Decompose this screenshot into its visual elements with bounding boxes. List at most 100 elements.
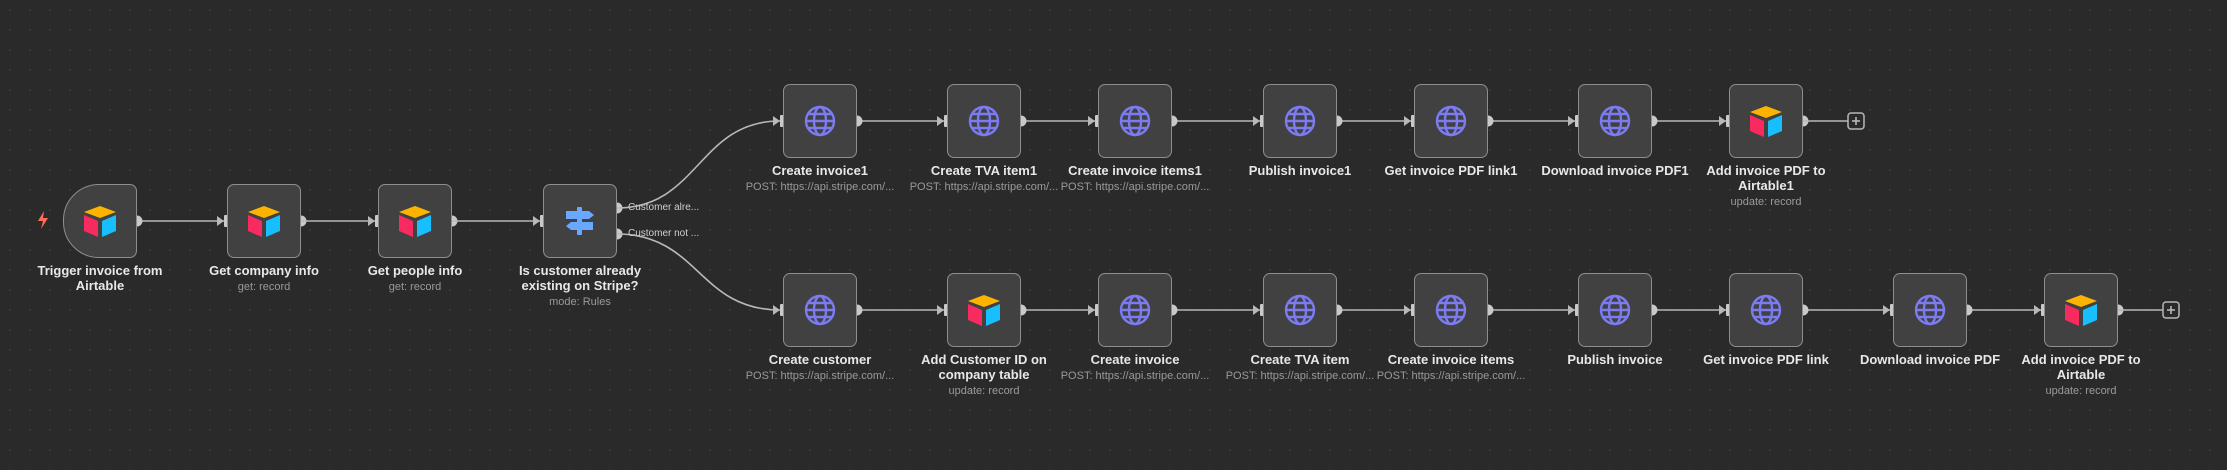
- node-subtitle: get: record: [237, 281, 291, 293]
- globe-icon: [803, 293, 837, 327]
- node-label: Add invoice PDF to Airtable update: recor…: [1996, 352, 2166, 398]
- node-label: Add invoice PDF to Airtable1 update: reco…: [1681, 163, 1851, 209]
- arrow-head-icon: [1883, 305, 1890, 315]
- node-title: Get invoice PDF link1: [1384, 163, 1518, 178]
- arrow-head-icon: [1088, 116, 1095, 126]
- node-label: Trigger invoice from Airtable: [15, 263, 185, 293]
- arrow-head-icon: [533, 216, 540, 226]
- globe-icon: [1283, 104, 1317, 138]
- node-download-invoice-pdf1[interactable]: [1578, 84, 1652, 158]
- arrow-head-icon: [773, 116, 780, 126]
- node-title: Add Customer ID on company table: [921, 352, 1047, 382]
- arrow-head-icon: [1719, 305, 1726, 315]
- node-get-people-info[interactable]: [378, 184, 452, 258]
- node-title: Get company info: [209, 263, 319, 278]
- node-title: Add invoice PDF to Airtable: [2021, 352, 2141, 382]
- node-subtitle: update: record: [948, 385, 1020, 397]
- node-title: Create invoice items1: [1068, 163, 1202, 178]
- node-title: Create invoice: [1090, 352, 1180, 367]
- globe-icon: [1749, 293, 1783, 327]
- node-create-tva-item1[interactable]: [947, 84, 1021, 158]
- connection-wire[interactable]: [616, 233, 781, 311]
- node-title: Create customer: [768, 352, 872, 367]
- switch-icon: [562, 205, 598, 237]
- node-label: Download invoice PDF1: [1530, 163, 1700, 178]
- airtable-icon: [245, 204, 283, 238]
- arrow-head-icon: [217, 216, 224, 226]
- node-subtitle: POST: https://api.stripe.com/...: [745, 181, 895, 193]
- node-title: Download invoice PDF: [1859, 352, 2001, 367]
- airtable-icon: [1747, 104, 1785, 138]
- node-add-invoice-pdf-to-airtable[interactable]: [2044, 273, 2118, 347]
- arrow-head-icon: [1719, 116, 1726, 126]
- globe-icon: [1118, 104, 1152, 138]
- node-publish-invoice[interactable]: [1578, 273, 1652, 347]
- node-subtitle: POST: https://api.stripe.com/...: [1060, 181, 1210, 193]
- node-trigger-invoice-from-airtable[interactable]: [63, 184, 137, 258]
- node-get-invoice-pdf-link[interactable]: [1729, 273, 1803, 347]
- node-publish-invoice1[interactable]: [1263, 84, 1337, 158]
- add-node-button[interactable]: [1847, 112, 1865, 130]
- node-subtitle: update: record: [1730, 196, 1802, 208]
- arrow-head-icon: [2034, 305, 2041, 315]
- globe-icon: [803, 104, 837, 138]
- node-add-customer-id-on-company-table[interactable]: [947, 273, 1021, 347]
- node-download-invoice-pdf[interactable]: [1893, 273, 1967, 347]
- node-create-tva-item[interactable]: [1263, 273, 1337, 347]
- node-subtitle: POST: https://api.stripe.com/...: [1376, 370, 1526, 382]
- node-label: Get people info get: record: [330, 263, 500, 294]
- node-get-invoice-pdf-link1[interactable]: [1414, 84, 1488, 158]
- node-title: Create invoice items: [1387, 352, 1515, 367]
- globe-icon: [1283, 293, 1317, 327]
- airtable-icon: [81, 204, 119, 238]
- globe-icon: [1598, 104, 1632, 138]
- node-title: Get people info: [367, 263, 463, 278]
- globe-icon: [1598, 293, 1632, 327]
- arrow-head-icon: [1568, 116, 1575, 126]
- node-label: Get invoice PDF link: [1681, 352, 1851, 367]
- globe-icon: [1913, 293, 1947, 327]
- node-subtitle: POST: https://api.stripe.com/...: [909, 181, 1059, 193]
- node-title: Add invoice PDF to Airtable1: [1706, 163, 1826, 193]
- node-create-invoice-items1[interactable]: [1098, 84, 1172, 158]
- node-label: Get invoice PDF link1: [1366, 163, 1536, 178]
- node-title: Create TVA item: [1250, 352, 1350, 367]
- node-create-invoice[interactable]: [1098, 273, 1172, 347]
- node-label: Publish invoice1: [1215, 163, 1385, 178]
- arrow-head-icon: [1568, 305, 1575, 315]
- node-label: Publish invoice: [1530, 352, 1700, 367]
- node-title: Download invoice PDF1: [1541, 163, 1689, 178]
- node-title: Is customer already existing on Stripe?: [518, 263, 642, 293]
- node-create-customer[interactable]: [783, 273, 857, 347]
- globe-icon: [1434, 104, 1468, 138]
- arrow-head-icon: [1404, 116, 1411, 126]
- arrow-head-icon: [368, 216, 375, 226]
- airtable-icon: [965, 293, 1003, 327]
- node-subtitle: get: record: [388, 281, 442, 293]
- node-add-invoice-pdf-to-airtable1[interactable]: [1729, 84, 1803, 158]
- node-get-company-info[interactable]: [227, 184, 301, 258]
- connection-wire[interactable]: [616, 120, 781, 209]
- node-subtitle: mode: Rules: [549, 296, 611, 308]
- node-subtitle: update: record: [2045, 385, 2117, 397]
- arrow-head-icon: [1404, 305, 1411, 315]
- trigger-bolt-icon: [38, 211, 48, 229]
- arrow-head-icon: [937, 116, 944, 126]
- arrow-head-icon: [1253, 116, 1260, 126]
- node-is-customer-already-existing-on-stripe[interactable]: [543, 184, 617, 258]
- node-subtitle: POST: https://api.stripe.com/...: [745, 370, 895, 382]
- node-create-invoice-items[interactable]: [1414, 273, 1488, 347]
- arrow-head-icon: [773, 305, 780, 315]
- node-create-invoice1[interactable]: [783, 84, 857, 158]
- node-title: Publish invoice1: [1248, 163, 1352, 178]
- add-node-button[interactable]: [2162, 301, 2180, 319]
- switch-output-label: Customer alre...: [628, 202, 700, 213]
- node-label: Download invoice PDF: [1845, 352, 2015, 367]
- switch-output-label: Customer not ...: [628, 228, 700, 239]
- airtable-icon: [396, 204, 434, 238]
